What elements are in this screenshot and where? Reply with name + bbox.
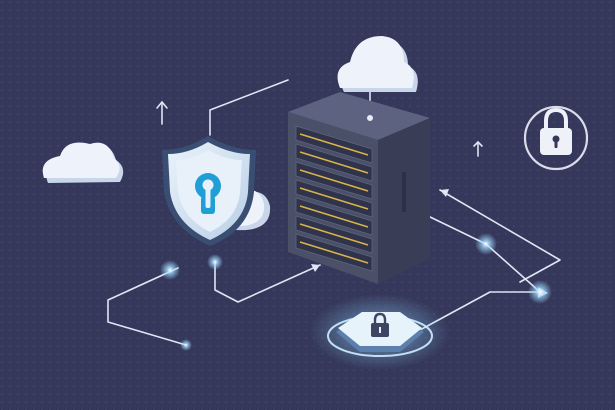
server-drive-bay xyxy=(295,125,373,164)
padlock-icon xyxy=(523,105,589,171)
cloud-icon xyxy=(42,142,124,183)
lock-platform xyxy=(310,294,450,370)
server-drive-bay xyxy=(295,143,373,182)
server-drive-bay xyxy=(295,215,373,254)
server-drive-bay xyxy=(295,197,373,236)
arrow-up-icons xyxy=(156,100,483,157)
glow-node xyxy=(160,260,180,280)
glow-node xyxy=(207,254,223,270)
connection-line-shield-server xyxy=(214,261,321,303)
glow-nodes xyxy=(160,233,552,351)
padlock-icon xyxy=(371,312,389,337)
server-drive-bay xyxy=(295,161,373,200)
server-drive-bay xyxy=(295,179,373,218)
shield-keyhole-icon xyxy=(162,136,256,246)
data-flow-arrow-icon xyxy=(440,189,449,197)
connection-line-left xyxy=(107,267,187,346)
cloud-icon xyxy=(337,36,418,92)
server-drive-bay xyxy=(295,233,373,272)
keyhole-icon xyxy=(195,173,221,214)
connection-line-top xyxy=(209,79,289,136)
arrow-up-icon xyxy=(473,140,483,157)
server-drive-bays xyxy=(295,125,373,272)
data-flow-arrow-icon xyxy=(311,264,320,272)
glow-node xyxy=(528,280,552,304)
arrow-up-icon xyxy=(156,100,168,125)
server-rack-icon xyxy=(288,92,430,284)
glow-node xyxy=(475,233,497,255)
glow-node xyxy=(180,339,192,351)
connection-line-right-arrow xyxy=(439,189,561,283)
server-top xyxy=(288,92,430,140)
